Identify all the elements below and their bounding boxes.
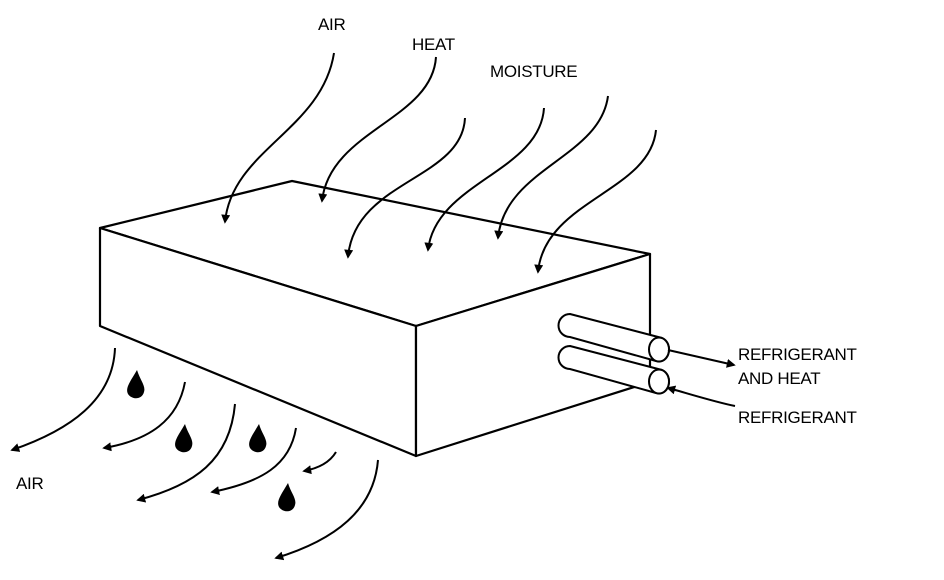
label-heat: HEAT (412, 35, 455, 54)
outgoing-arrows (10, 347, 379, 561)
moisture-arrow-4 (534, 129, 657, 274)
water-drop (278, 483, 296, 512)
refrigerant-arrows (666, 349, 736, 407)
air-out-arrow-3 (136, 403, 236, 503)
air-in-arrow (221, 52, 335, 224)
water-drop (249, 424, 267, 453)
refrigerant-in-arrow (666, 385, 736, 407)
water-drops (127, 370, 296, 512)
water-drop (127, 370, 145, 399)
coil-box (98, 179, 652, 458)
heat-arrow (318, 56, 437, 203)
moisture-arrow-2 (424, 107, 545, 252)
refrigerant-out-arrow (667, 349, 736, 368)
air-out-arrow-5 (302, 451, 337, 475)
label-moisture: MOISTURE (490, 62, 578, 81)
moisture-arrow-1 (344, 117, 466, 259)
label-air-out: AIR (16, 474, 44, 493)
air-out-arrow-6 (274, 459, 379, 561)
incoming-arrows (221, 52, 657, 274)
moisture-arrow-3 (494, 95, 609, 240)
label-refrigerant-and-heat-line1: REFRIGERANT (738, 345, 857, 364)
label-refrigerant: REFRIGERANT (738, 408, 857, 427)
label-refrigerant-and-heat-line2: AND HEAT (738, 369, 821, 388)
label-air-in: AIR (318, 15, 346, 34)
air-out-arrow-1 (10, 347, 116, 452)
refrigerant-tubes (557, 312, 671, 395)
water-drop (175, 424, 193, 453)
air-out-arrow-2 (102, 381, 186, 452)
air-out-arrow-4 (210, 427, 297, 495)
